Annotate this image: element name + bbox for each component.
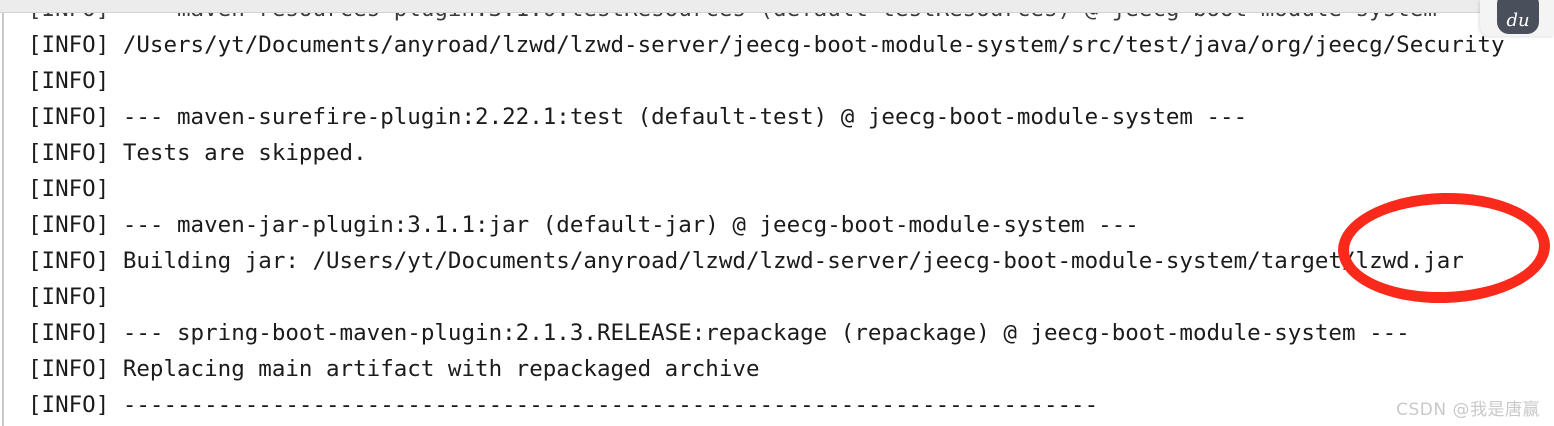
extension-badge-label: du [1506,10,1530,31]
log-line: [INFO] [28,176,110,202]
log-line: [INFO] --- maven-resources-plugin:3.1.0:… [28,13,1491,27]
log-line: [INFO] [28,284,110,310]
log-line: [INFO] Building jar: /Users/yt/Documents… [28,248,1464,274]
duplicate-extension-icon[interactable]: du [1497,0,1539,34]
log-line: [INFO] Replacing main artifact with repa… [28,356,760,382]
window-chrome-strip [0,0,1554,13]
log-output-pane[interactable]: [INFO] --- maven-resources-plugin:3.1.0:… [0,13,1554,426]
log-line: [INFO] /Users/yt/Documents/anyroad/lzwd/… [28,32,1505,58]
log-line: [INFO] [28,68,110,94]
csdn-watermark: CSDN @我是唐赢 [1396,400,1540,420]
log-line: [INFO] Tests are skipped. [28,140,367,166]
log-pane-left-border [2,13,4,426]
log-line: [INFO] --- maven-surefire-plugin:2.22.1:… [28,104,1248,130]
log-line: [INFO] --- spring-boot-maven-plugin:2.1.… [28,320,1410,346]
log-line: [INFO] --- maven-jar-plugin:3.1.1:jar (d… [28,212,1139,238]
log-line: [INFO] ---------------------------------… [28,392,1099,418]
browser-extension-panel[interactable]: du [1480,0,1554,36]
log-line: [INFO] --- maven-install-plugin:2.5.2:in… [28,419,1301,426]
